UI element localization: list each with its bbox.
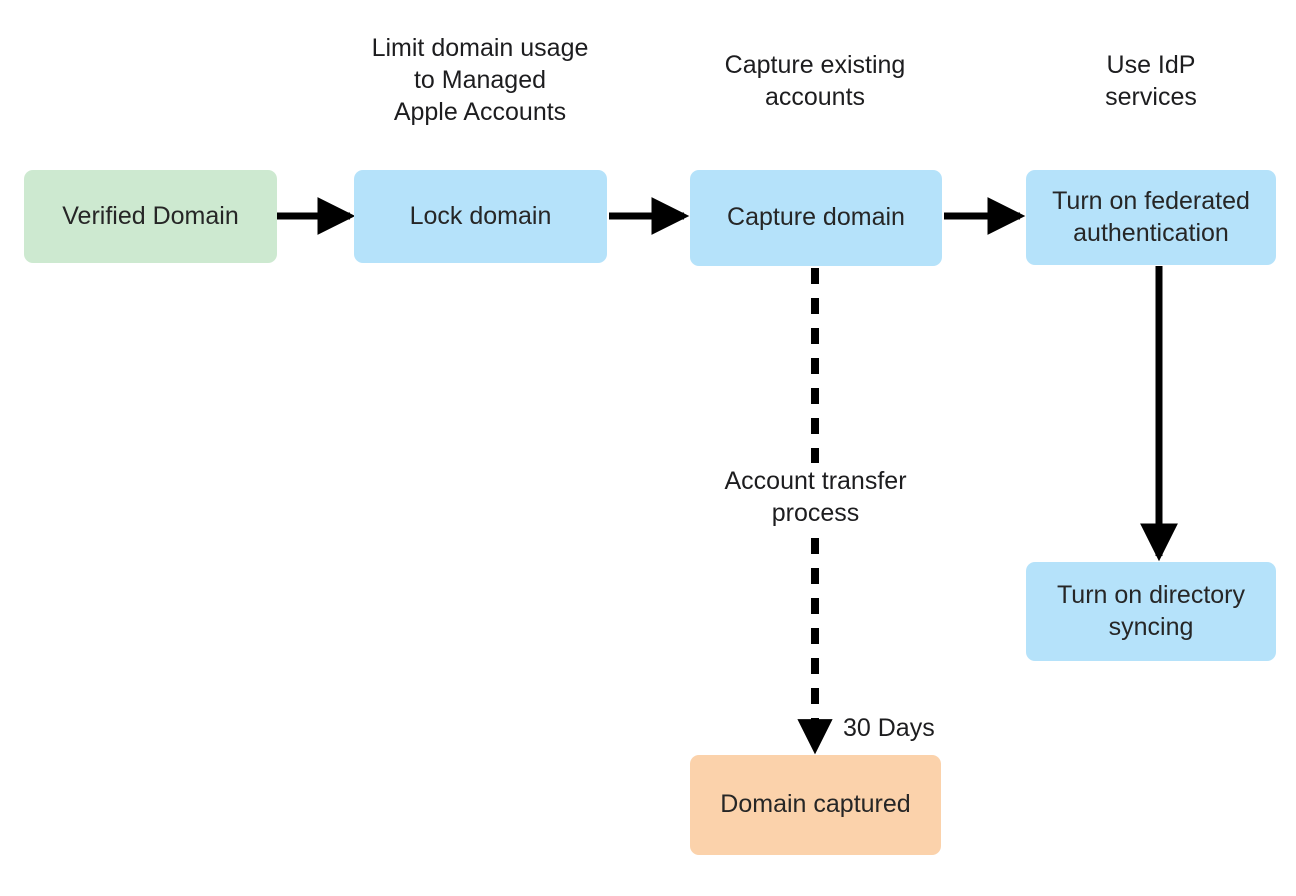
node-capture-domain-label: Capture domain xyxy=(727,203,905,232)
node-domain-captured[interactable]: Domain captured xyxy=(690,755,941,855)
node-directory-syncing-label: Turn on directory syncing xyxy=(1056,581,1246,641)
node-directory-syncing[interactable]: Turn on directory syncing xyxy=(1026,562,1276,661)
caption-capture-domain: Capture existing accounts xyxy=(724,51,906,111)
node-domain-captured-label: Domain captured xyxy=(720,790,911,819)
caption-federated-auth: Use IdP services xyxy=(1105,51,1197,111)
node-federated-authentication-label: Turn on federated authentication xyxy=(1052,187,1250,247)
node-lock-domain-label: Lock domain xyxy=(409,201,552,230)
node-capture-domain[interactable]: Capture domain xyxy=(690,170,942,266)
caption-lock-domain: Limit domain usage to Managed Apple Acco… xyxy=(371,34,589,126)
node-lock-domain[interactable]: Lock domain xyxy=(354,170,607,263)
node-federated-authentication[interactable]: Turn on federated authentication xyxy=(1026,170,1276,265)
node-verified-domain-label: Verified Domain xyxy=(62,201,239,230)
node-verified-domain[interactable]: Verified Domain xyxy=(24,170,277,263)
edge-label-thirty-days: 30 Days xyxy=(843,714,935,742)
edge-label-account-transfer-process: Account transfer process xyxy=(693,463,938,531)
